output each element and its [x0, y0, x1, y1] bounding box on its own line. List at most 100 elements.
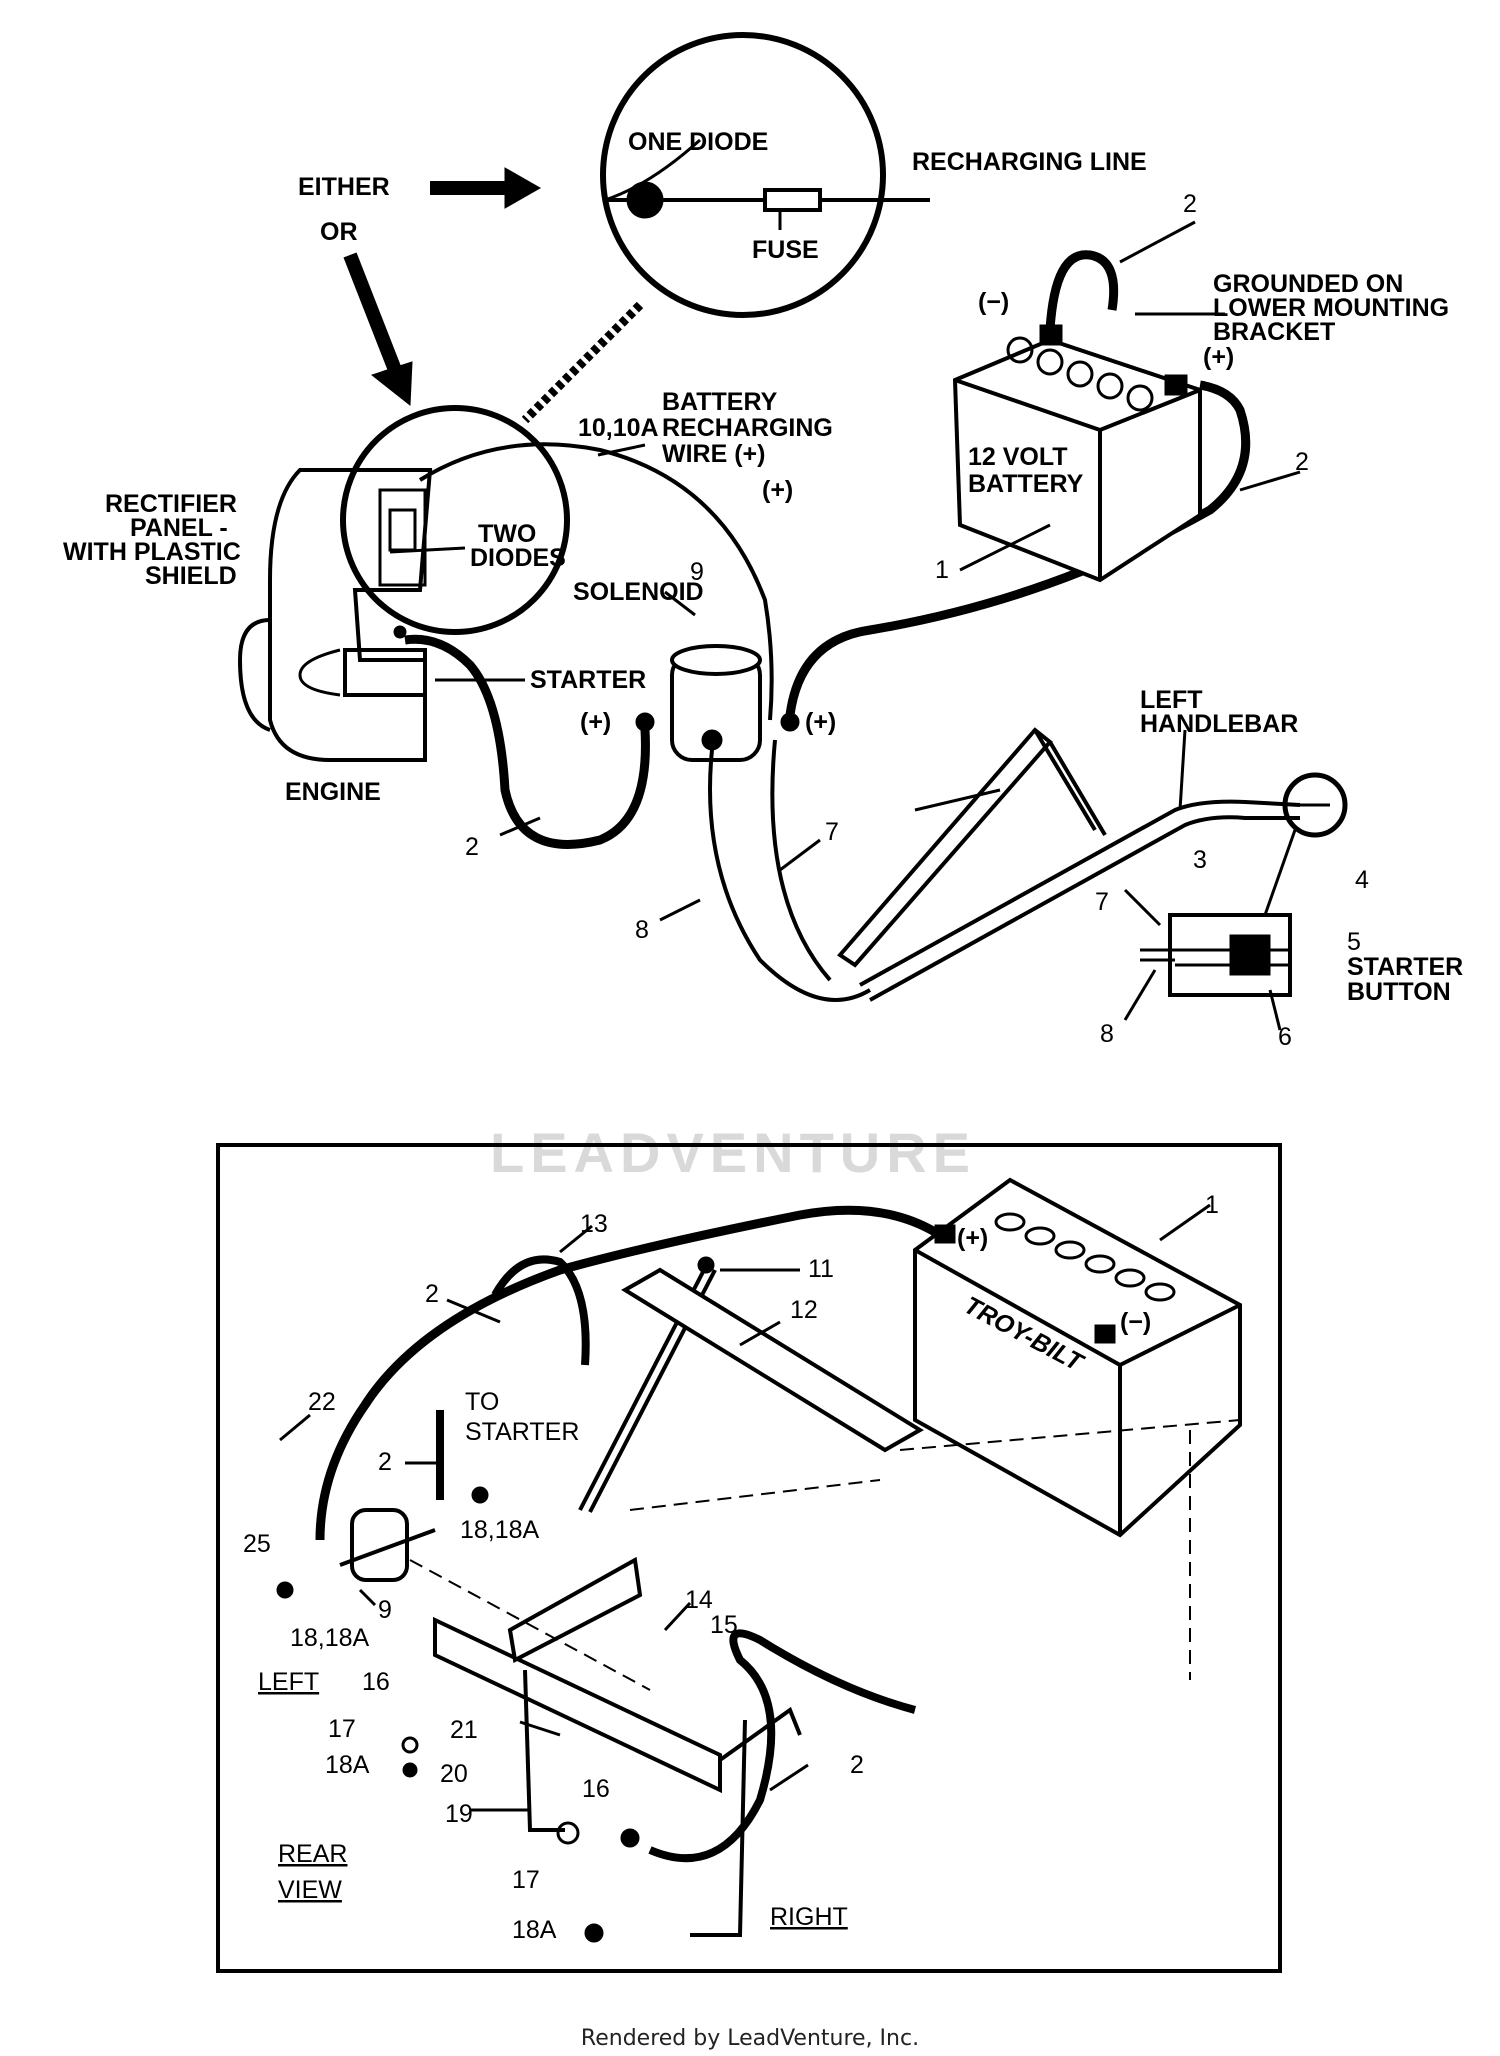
label-wire-plus: (+): [762, 476, 793, 504]
label-battery-recharging-1: BATTERY: [662, 388, 778, 416]
callout-2-ground: 2: [1183, 190, 1197, 218]
top-labels: EITHER OR ONE DIODE RECHARGING LINE FUSE…: [63, 128, 1463, 1051]
callout-16-right: 16: [582, 1775, 610, 1803]
callout-9-solenoid: 9: [690, 558, 704, 586]
callout-25: 25: [243, 1530, 271, 1558]
label-solenoid: SOLENOID: [573, 578, 704, 606]
handlebar: [837, 727, 1053, 968]
label-left-handlebar-1: LEFT: [1140, 686, 1203, 714]
label-battery-plus: (+): [1203, 343, 1234, 371]
callout-17-right: 17: [512, 1866, 540, 1894]
label-battery-recharging-3: WIRE (+): [662, 440, 765, 468]
rear-cable-2-right: [648, 1629, 917, 1863]
callout-9-rear: 9: [378, 1596, 392, 1624]
rear-battery: [913, 1177, 1242, 1538]
callout-2-starter: 2: [465, 833, 479, 861]
label-grounded-1: GROUNDED ON: [1213, 270, 1403, 298]
callout-15: 15: [710, 1611, 738, 1639]
label-battery-minus: (−): [978, 288, 1009, 316]
label-rectifier-2: PANEL -: [130, 514, 228, 542]
label-ref-10: 10,10A: [578, 414, 659, 442]
label-two-diodes-1: TWO: [478, 520, 536, 548]
label-starter-button-2: BUTTON: [1347, 978, 1451, 1006]
callout-5: 5: [1347, 928, 1361, 956]
label-solenoid-plus-right: (+): [805, 708, 836, 736]
label-rear-minus: (−): [1120, 1308, 1151, 1336]
label-12-volt-1: 12 VOLT: [968, 443, 1068, 471]
callout-7-wire: 7: [825, 818, 839, 846]
label-fuse: FUSE: [752, 236, 819, 264]
callout-13: 13: [580, 1210, 608, 1238]
callout-2-rear-b: 2: [378, 1448, 392, 1476]
callout-2-rear-c: 2: [850, 1751, 864, 1779]
footer-credit: Rendered by LeadVenture, Inc.: [580, 2026, 920, 2051]
callout-16-left: 16: [362, 1668, 390, 1696]
callout-7-button: 7: [1095, 888, 1109, 916]
callout-18a-right: 18A: [512, 1916, 557, 1944]
wire-8: [708, 749, 872, 1002]
engine-outline: [268, 468, 433, 762]
handlebar-grip-circle: [1282, 772, 1348, 838]
detail-circle-two-diodes: [340, 405, 570, 635]
callout-8-button: 8: [1100, 1020, 1114, 1048]
callout-17-left: 17: [328, 1715, 356, 1743]
label-rear-plus: (+): [957, 1224, 988, 1252]
callout-1-rear: 1: [1205, 1191, 1219, 1219]
rear-frame: [433, 1616, 722, 1794]
callout-8-wire: 8: [635, 916, 649, 944]
rear-view-frame: [216, 1143, 1282, 1973]
watermark-text: LEADVENTURE: [490, 1121, 976, 1184]
label-rectifier-1: RECTIFIER: [105, 490, 237, 518]
wire-7: [770, 739, 832, 982]
diode-bead: [626, 181, 664, 219]
callout-3: 3: [1193, 846, 1207, 874]
label-view: VIEW: [278, 1876, 342, 1904]
top-diagram: [237, 32, 1348, 1031]
label-to-starter-2: STARTER: [465, 1418, 579, 1446]
label-rectifier-3: WITH PLASTIC: [63, 538, 241, 566]
label-battery-recharging-2: RECHARGING: [662, 414, 833, 442]
callout-21: 21: [450, 1716, 478, 1744]
or-arrow: [343, 252, 402, 373]
rectifier-panel: [378, 488, 427, 587]
callout-18a-left: 18A: [325, 1751, 370, 1779]
callout-2-battery: 2: [1295, 448, 1309, 476]
wire-2-starter: [404, 634, 650, 849]
callout-18-right: 18,18A: [460, 1516, 540, 1544]
callout-19: 19: [445, 1800, 473, 1828]
callout-6: 6: [1278, 1023, 1292, 1051]
callout-2-rear-a: 2: [425, 1280, 439, 1308]
recharging-wire: [418, 442, 774, 721]
label-rectifier-4: SHIELD: [145, 562, 237, 590]
detail-circle-one-diode: [600, 32, 886, 318]
callout-22: 22: [308, 1388, 336, 1416]
callout-4: 4: [1355, 866, 1369, 894]
label-recharging-line: RECHARGING LINE: [912, 148, 1147, 176]
bottom-diagram: [276, 1177, 1242, 1943]
callout-1-battery: 1: [935, 556, 949, 584]
label-one-diode: ONE DIODE: [628, 128, 768, 156]
callout-11: 11: [808, 1255, 834, 1283]
rear-solenoid: [350, 1508, 409, 1582]
rear-cable-2: [315, 1205, 938, 1541]
label-starter-button-1: STARTER: [1347, 953, 1463, 981]
callout-12: 12: [790, 1296, 818, 1324]
label-two-diodes-2: DIODES: [470, 544, 566, 572]
ground-strap: [1045, 250, 1119, 331]
label-either: EITHER: [298, 173, 390, 201]
bottom-labels: 13 1 (+) (−) TROY-BILT 11 12 2 22 TO STA…: [243, 1191, 1219, 1944]
callout-18-left: 18,18A: [290, 1624, 370, 1652]
label-solenoid-plus-left: (+): [580, 708, 611, 736]
label-right: RIGHT: [770, 1903, 848, 1931]
label-grounded-2: LOWER MOUNTING: [1213, 294, 1449, 322]
label-12-volt-2: BATTERY: [968, 470, 1084, 498]
callout-14: 14: [685, 1586, 713, 1614]
label-grounded-3: BRACKET: [1213, 318, 1335, 346]
label-engine: ENGINE: [285, 778, 381, 806]
callout-20: 20: [440, 1760, 468, 1788]
detail-connector: [521, 301, 644, 424]
label-to-starter-1: TO: [465, 1388, 499, 1416]
label-starter: STARTER: [530, 666, 646, 694]
label-left-handlebar-2: HANDLEBAR: [1140, 710, 1298, 738]
label-rear: REAR: [278, 1840, 347, 1868]
